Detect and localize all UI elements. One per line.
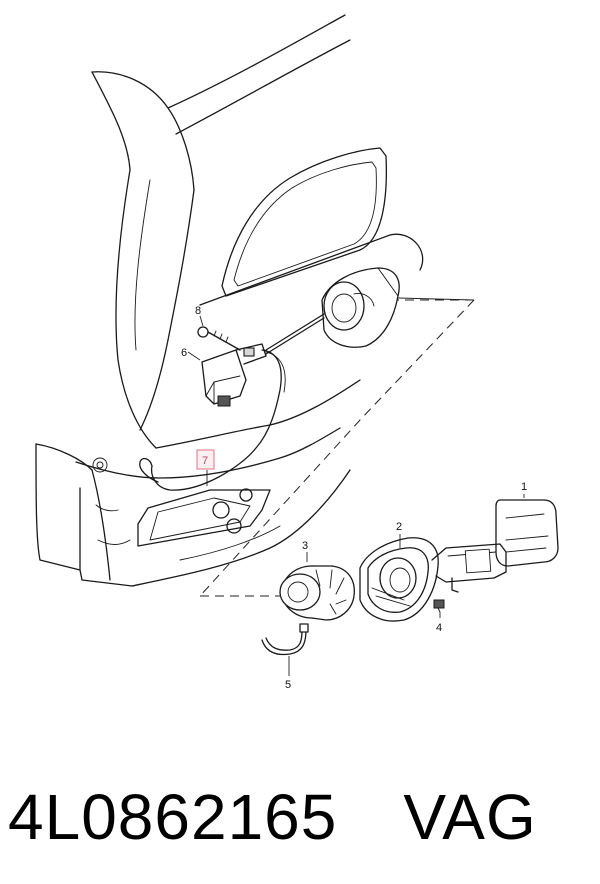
leader-lines — [187, 297, 525, 676]
callout-2: 2 — [396, 521, 402, 533]
callout-4: 4 — [436, 622, 442, 634]
part-1-fuel-door-cover — [495, 499, 559, 567]
callout-7: 7 — [202, 455, 208, 467]
callout-6: 6 — [181, 347, 187, 359]
part-caption: 4L0862165 VAG — [8, 772, 598, 862]
fuel-flap-actuator — [201, 313, 325, 407]
callout-7-highlighted: 7 — [196, 449, 215, 470]
actuator-bolt — [197, 326, 241, 351]
callout-1: 1 — [521, 481, 527, 493]
callout-3: 3 — [302, 540, 308, 552]
release-cable — [139, 349, 286, 491]
part-5-drain-hose — [261, 623, 309, 656]
part-number: 4L0862165 — [8, 781, 338, 853]
callout-8: 8 — [195, 305, 201, 317]
vehicle-body-outline — [35, 14, 424, 587]
part-2-filler-neck-housing — [359, 537, 507, 622]
callout-labels: 1 2 3 4 5 6 8 7 — [181, 305, 527, 691]
callout-5: 5 — [285, 679, 291, 691]
part-3-rubber-seal — [279, 565, 355, 621]
body-fuel-flap-housing — [321, 267, 400, 348]
brand-name: VAG — [403, 781, 537, 853]
